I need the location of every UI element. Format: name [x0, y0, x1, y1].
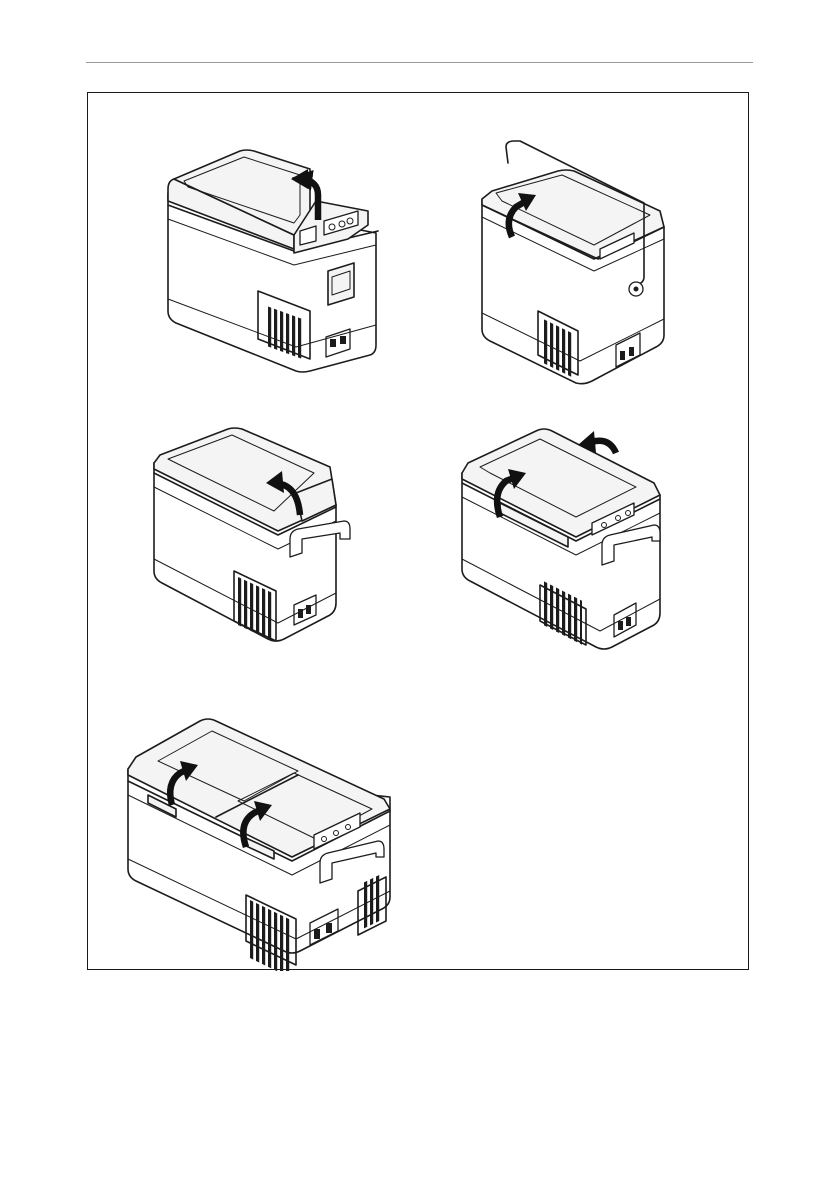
lid-opening-figure	[88, 93, 750, 971]
cooler-reversible-lid	[462, 429, 660, 649]
cooler-with-carry-handle	[482, 141, 664, 384]
header-rule	[86, 62, 753, 63]
cooler-small-dual-lid	[168, 150, 378, 372]
cooler-medium	[154, 428, 350, 641]
cooler-dual-zone	[128, 719, 390, 971]
figure-frame	[87, 92, 749, 970]
